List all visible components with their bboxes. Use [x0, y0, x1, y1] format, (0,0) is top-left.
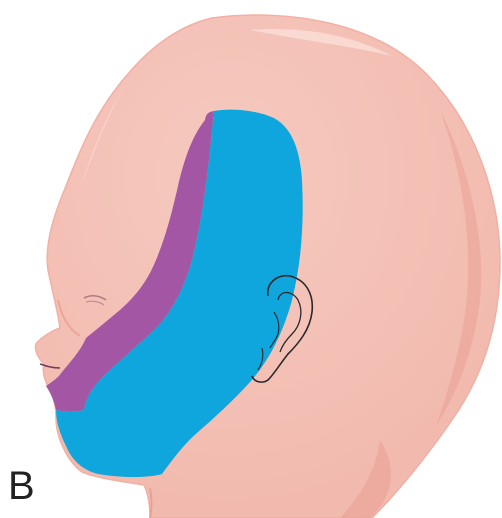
- panel-label: B: [8, 466, 35, 506]
